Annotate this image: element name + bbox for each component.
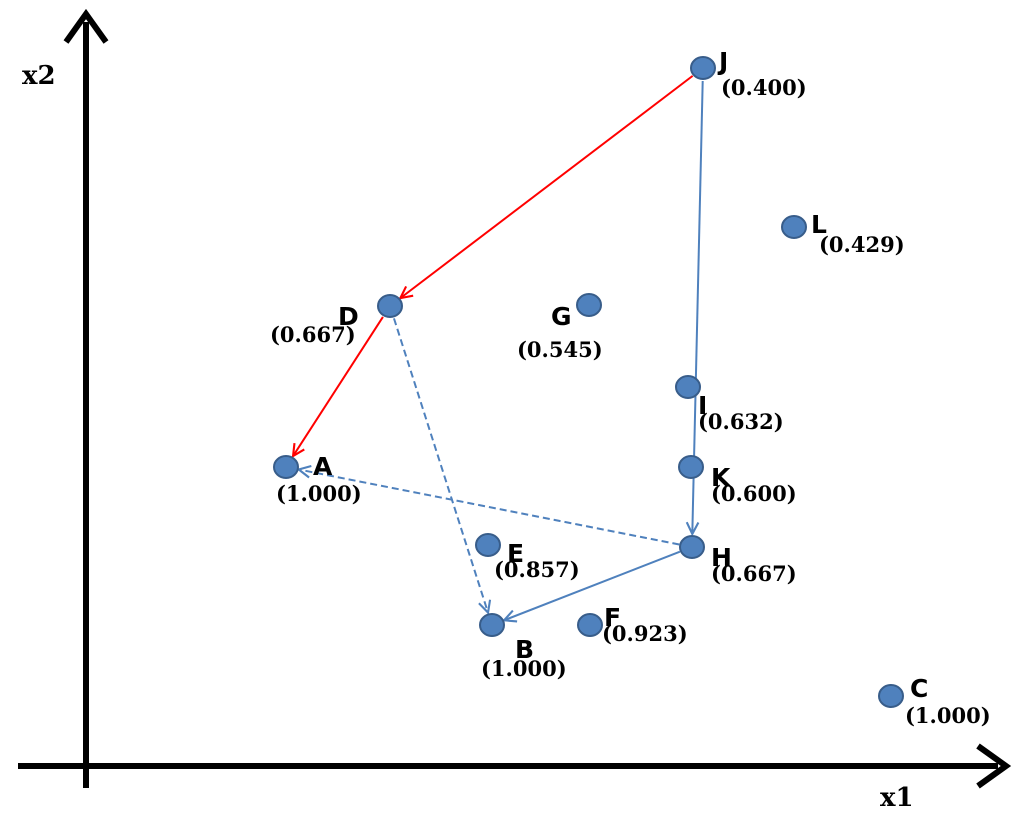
points: A(1.000)B(1.000)C(1.000)D(0.667)E(0.857)… (270, 47, 991, 728)
point-k: K(0.600) (678, 455, 797, 506)
point-value: (0.632) (698, 409, 784, 434)
point-a: A(1.000) (273, 452, 362, 506)
point-label: E (507, 539, 524, 568)
point-d: D(0.667) (270, 294, 403, 347)
point-b: B(1.000) (479, 613, 567, 681)
point-marker (679, 535, 705, 559)
point-g: G (0.545) (517, 293, 603, 362)
point-marker (690, 56, 716, 80)
x-axis-label: x1 (880, 783, 914, 813)
point-marker (878, 684, 904, 708)
point-label: H (711, 543, 732, 572)
point-value: (0.545) (517, 337, 603, 362)
edge-d-to-b (393, 318, 488, 612)
point-value: (0.400) (721, 75, 807, 100)
point-l: L(0.429) (781, 210, 905, 257)
edges (293, 75, 704, 621)
point-label: I (698, 391, 707, 420)
point-e: E(0.857) (475, 533, 580, 582)
point-value: (0.429) (819, 232, 905, 257)
edge-h-to-a (299, 470, 680, 546)
edge-j-to-d (400, 75, 694, 298)
point-label: D (338, 302, 359, 331)
point-value: (0.600) (711, 481, 797, 506)
point-value: (1.000) (905, 703, 991, 728)
point-c: C(1.000) (878, 674, 991, 728)
point-j: J(0.400) (690, 47, 807, 100)
point-marker (781, 215, 807, 239)
point-h: H(0.667) (679, 535, 797, 586)
point-marker (577, 613, 603, 637)
point-marker (479, 613, 505, 637)
point-i: I(0.632) (675, 375, 784, 434)
point-marker (273, 455, 299, 479)
point-label: K (711, 463, 732, 492)
point-value: (1.000) (276, 481, 362, 506)
point-marker (678, 455, 704, 479)
point-label: J (717, 47, 728, 76)
point-label: A (313, 452, 333, 481)
point-marker (576, 293, 602, 317)
point-value: (0.857) (494, 557, 580, 582)
edge-h-to-b (504, 550, 681, 621)
point-marker (377, 294, 403, 318)
point-value: (0.667) (270, 322, 356, 347)
edge-d-to-a (293, 316, 384, 456)
point-f: F(0.923) (577, 603, 688, 646)
point-label: C (910, 674, 928, 703)
point-value: (1.000) (481, 656, 567, 681)
point-label: F (604, 603, 621, 632)
point-label: G (551, 302, 572, 331)
x-axis-arrowhead (976, 743, 1012, 789)
point-value: (0.667) (711, 561, 797, 586)
point-label: L (811, 210, 827, 239)
point-value: (0.923) (602, 621, 688, 646)
y-axis-arrowhead (63, 8, 109, 44)
axes: x2 x1 (18, 8, 1012, 813)
point-label: B (515, 635, 534, 664)
point-marker (475, 533, 501, 557)
y-axis-label: x2 (22, 61, 56, 91)
point-marker (675, 375, 701, 399)
